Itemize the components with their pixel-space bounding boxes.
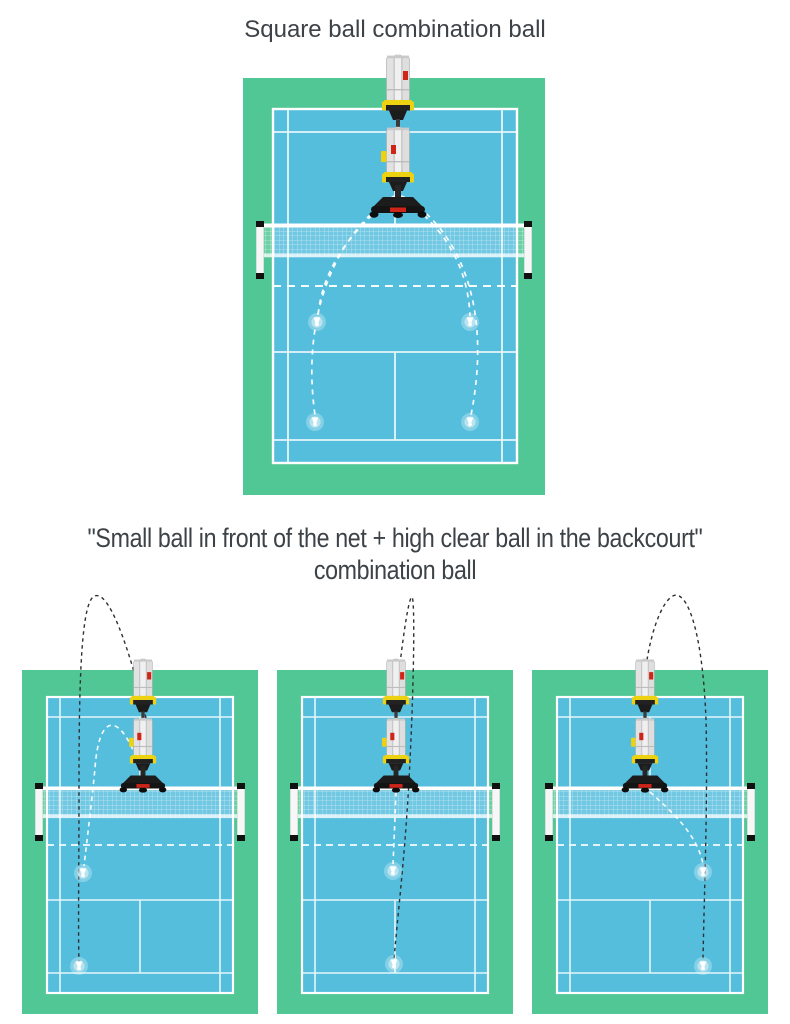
trajectories-square-combo	[311, 195, 479, 416]
title-line-2: combination ball	[313, 555, 477, 585]
title-line-1: "Small ball in front of the net + high c…	[87, 523, 703, 553]
trajectory-high-clear-left	[77, 594, 147, 963]
trajectory-front-left	[317, 195, 396, 317]
shuttle-landing-icon	[694, 957, 712, 975]
section-title-square-combo: Square ball combination ball	[244, 16, 546, 43]
shuttle-landing-icon	[308, 313, 326, 331]
shuttle-landing-icon	[74, 864, 92, 882]
shuttle-landing-icon	[385, 955, 403, 973]
section-title-net-clear-combo: "Small ball in front of the net + high c…	[55, 522, 734, 586]
trajectory-high-clear-right	[646, 594, 708, 961]
shuttle-landing-icon	[384, 862, 402, 880]
shuttle-landing-icon	[694, 863, 712, 881]
trajectory-net-drop-center	[392, 791, 397, 865]
shuttle-landing-icon	[461, 413, 479, 431]
trajectory-net-drop-right	[649, 791, 704, 865]
shuttle-landing-icon	[70, 957, 88, 975]
trajectory-high-clear-center	[393, 596, 415, 961]
shuttle-landing-icon	[306, 413, 324, 431]
shuttle-landing-icon	[461, 313, 479, 331]
